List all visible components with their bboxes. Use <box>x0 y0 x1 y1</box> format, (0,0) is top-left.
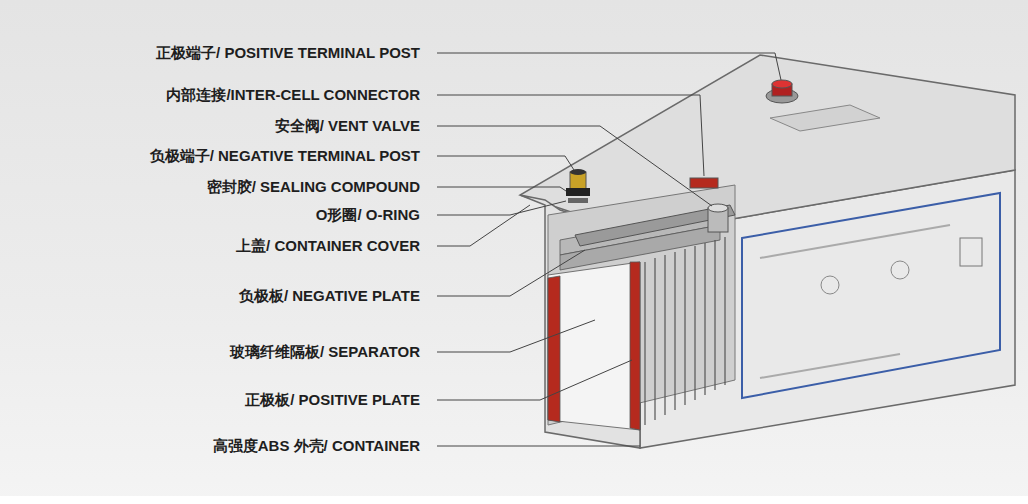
part-label: 负极端子/ NEGATIVE TERMINAL POST <box>150 147 420 165</box>
cover-recess <box>770 105 880 131</box>
plate-stack <box>548 210 720 430</box>
face-stripe <box>742 193 1000 398</box>
part-label: 密封胶/ SEALING COMPOUND <box>207 178 420 196</box>
leader-lines <box>437 53 781 446</box>
face-text-line <box>760 354 900 378</box>
face-text-line <box>760 225 950 258</box>
part-label: 高强度ABS 外壳/ CONTAINER <box>213 437 420 455</box>
part-label: 内部连接/INTER-CELL CONNECTOR <box>166 86 420 104</box>
part-label: 正极板/ POSITIVE PLATE <box>245 391 420 409</box>
part-label: 负极板/ NEGATIVE PLATE <box>239 287 420 305</box>
part-label: 正极端子/ POSITIVE TERMINAL POST <box>156 44 420 62</box>
face-symbol <box>960 238 982 266</box>
part-label: O形圈/ O-RING <box>316 206 420 224</box>
plate-edges <box>645 237 725 425</box>
face-symbol <box>891 261 909 279</box>
inter-cell-connector <box>690 178 718 188</box>
negative-terminal <box>570 169 586 175</box>
o-ring <box>568 198 588 203</box>
part-label: 上盖/ CONTAINER COVER <box>236 237 420 255</box>
part-label: 玻璃纤维隔板/ SEPARATOR <box>230 343 420 361</box>
positive-terminal <box>772 80 792 88</box>
sealing-compound <box>566 188 590 196</box>
bottom-band <box>0 496 1028 504</box>
part-label: 安全阀/ VENT VALVE <box>275 117 420 135</box>
face-symbol <box>821 276 839 294</box>
plate-tops <box>575 205 735 246</box>
